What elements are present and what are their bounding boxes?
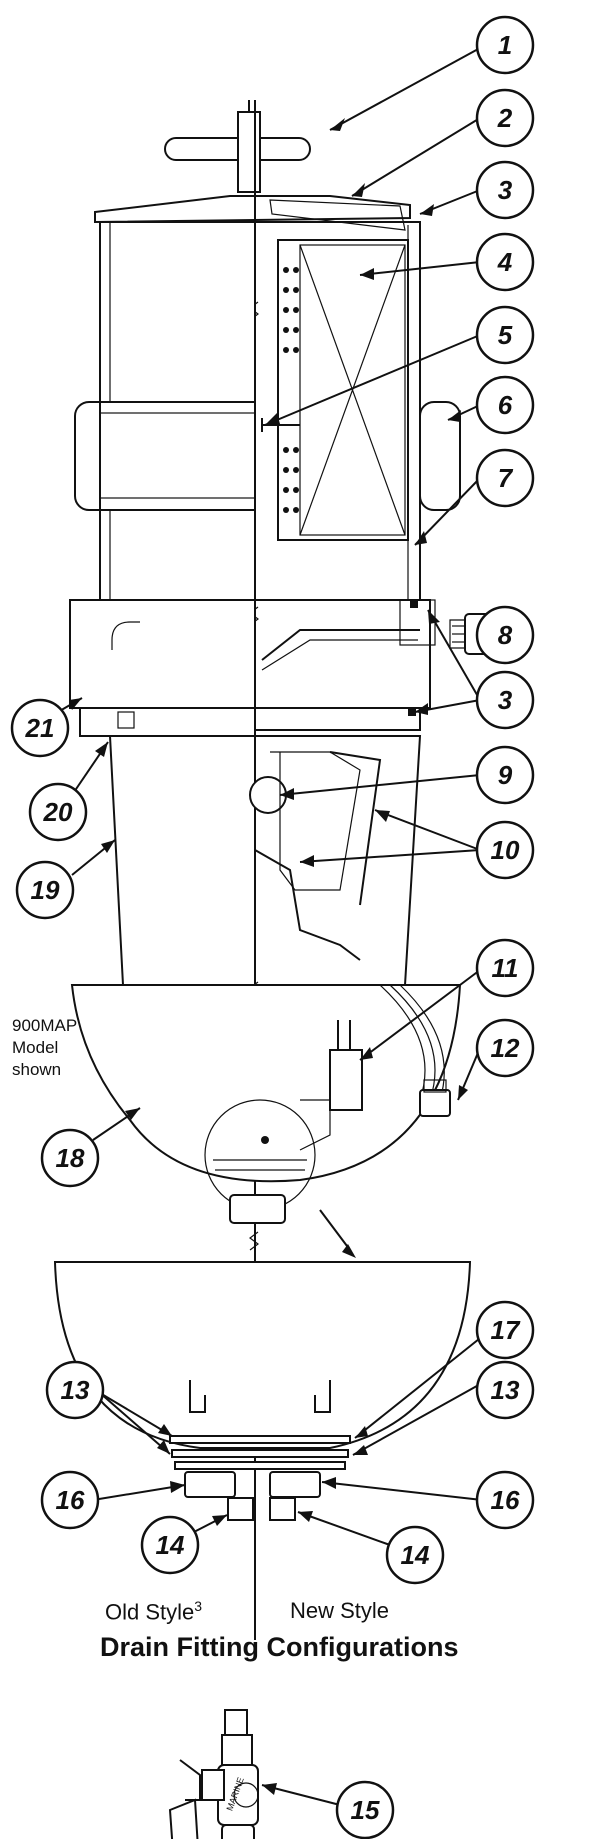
svg-text:21: 21 — [25, 713, 55, 743]
upper-canister — [74, 221, 256, 601]
svg-text:17: 17 — [491, 1315, 521, 1345]
svg-text:13: 13 — [491, 1375, 520, 1405]
callout-3-lower: 3 — [475, 670, 535, 730]
svg-text:15: 15 — [351, 1795, 380, 1825]
callout-13-left: 13 — [45, 1360, 105, 1420]
callout-16-right: 16 — [475, 1470, 535, 1530]
upper-canister-cutaway — [255, 221, 461, 601]
svg-text:16: 16 — [56, 1485, 85, 1515]
svg-text:12: 12 — [491, 1033, 520, 1063]
callout-5: 5 — [475, 305, 535, 365]
svg-text:14: 14 — [401, 1540, 430, 1570]
callout-3-upper: 3 — [475, 160, 535, 220]
drain-detail — [53, 1261, 472, 1521]
lid — [94, 195, 411, 231]
filter-head — [69, 599, 496, 737]
callout-9: 9 — [475, 745, 535, 805]
svg-text:3: 3 — [498, 685, 513, 715]
callout-15: 15 — [335, 1780, 395, 1839]
callout-18: 18 — [40, 1128, 100, 1188]
callout-4: 4 — [475, 232, 535, 292]
model-note-line-1: 900MAP — [12, 1016, 78, 1035]
old-style-caption: Old Style3 — [105, 1598, 202, 1625]
svg-text:19: 19 — [31, 875, 60, 905]
callout-2: 2 — [475, 88, 535, 148]
svg-text:20: 20 — [43, 797, 73, 827]
callout-19: 19 — [15, 860, 75, 920]
svg-text:9: 9 — [498, 760, 513, 790]
callout-14-right: 14 — [385, 1525, 445, 1585]
collection-bowl — [70, 984, 462, 1183]
t-handle — [164, 100, 311, 193]
svg-text:13: 13 — [61, 1375, 90, 1405]
callout-8: 8 — [475, 605, 535, 665]
svg-text:14: 14 — [156, 1530, 185, 1560]
svg-text:3: 3 — [498, 175, 513, 205]
old-style-footnote: 3 — [194, 1598, 203, 1614]
drain-valve: MARINE — [168, 1709, 259, 1839]
callout-11: 11 — [475, 938, 535, 998]
callout-14-left: 14 — [140, 1515, 200, 1575]
new-style-caption: New Style — [290, 1598, 390, 1623]
model-note-line-2: Model — [12, 1038, 59, 1057]
callout-13-right: 13 — [475, 1360, 535, 1420]
callout-12: 12 — [475, 1018, 535, 1078]
svg-text:7: 7 — [498, 463, 514, 493]
svg-text:2: 2 — [497, 103, 513, 133]
callout-10: 10 — [475, 820, 535, 880]
svg-text:16: 16 — [491, 1485, 520, 1515]
svg-text:4: 4 — [497, 247, 513, 277]
leader-lines — [57, 47, 485, 1806]
callout-21: 21 — [10, 698, 70, 758]
svg-text:11: 11 — [492, 953, 519, 983]
svg-text:1: 1 — [498, 30, 512, 60]
svg-text:5: 5 — [498, 320, 513, 350]
callout-17: 17 — [475, 1300, 535, 1360]
svg-text:6: 6 — [498, 390, 513, 420]
callout-16-left: 16 — [40, 1470, 100, 1530]
callout-1: 1 — [475, 15, 535, 75]
svg-text:18: 18 — [56, 1143, 85, 1173]
callout-7: 7 — [475, 448, 535, 508]
svg-text:8: 8 — [498, 620, 513, 650]
detail-circle — [204, 1099, 356, 1258]
old-style-label: Old Style — [105, 1599, 195, 1625]
model-note: 900MAP Model shown — [12, 1015, 77, 1081]
callout-6: 6 — [475, 375, 535, 435]
svg-text:10: 10 — [491, 835, 520, 865]
model-note-line-3: shown — [12, 1060, 62, 1079]
lower-bowl — [108, 735, 422, 986]
callout-20: 20 — [28, 782, 88, 842]
drain-heading: Drain Fitting Configurations — [100, 1632, 459, 1662]
